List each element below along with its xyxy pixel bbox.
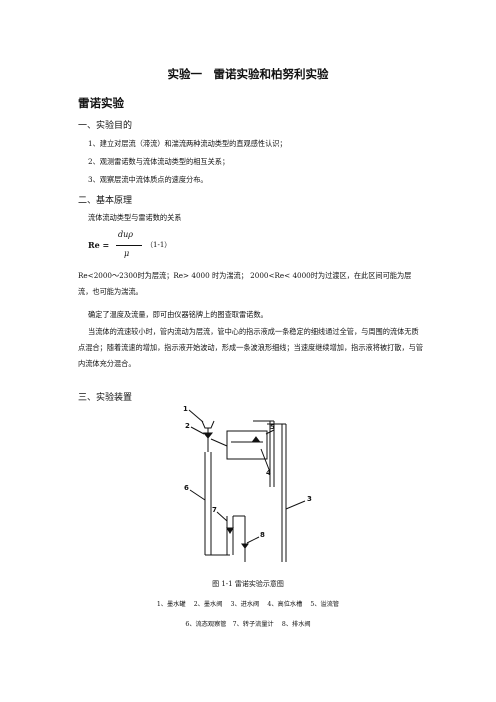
- reynolds-apparatus-diagram: 1 2 3 4 5 6 7 8: [183, 405, 312, 562]
- principle-intro: 流体流动类型与雷诺数的关系: [88, 213, 182, 222]
- figure-caption: 图 1-1 雷诺实验示意图: [212, 580, 284, 588]
- formula-lhs: Re =: [88, 240, 110, 250]
- section-title: 雷诺实验: [78, 96, 124, 110]
- leader-8: [246, 536, 260, 544]
- criteria-paragraph: Re<2000～2300时为层流；Re> 4000 时为湍流； 2000<Re<…: [78, 271, 412, 296]
- figure-legend-line-2: 6、流态观察管 7、转子流量计 8、排水阀: [185, 621, 311, 628]
- formula-numerator: duρ: [118, 230, 133, 239]
- diagram-label-4: 4: [266, 469, 271, 477]
- leader-2: [190, 426, 205, 435]
- leader-6: [189, 489, 206, 501]
- leader-5: [265, 429, 275, 435]
- water-level-marker: [252, 436, 260, 442]
- heading-principle: 二、基本原理: [78, 196, 133, 206]
- flow-paragraph: 当流体的流速较小时，管内流动为层流，管中心的指示液成一条稳定的细线通过全管，与周…: [78, 327, 424, 368]
- fraction-bar: [116, 245, 142, 246]
- diagram-label-3: 3: [307, 495, 312, 503]
- heading-purpose: 一、实验目的: [78, 121, 133, 131]
- leader-1: [188, 409, 204, 423]
- leader-3: [285, 500, 306, 510]
- formula-number: （1-1）: [146, 241, 172, 249]
- ink-reservoir: [201, 420, 215, 429]
- diagram-label-2: 2: [185, 422, 190, 430]
- diagram-label-5: 5: [270, 423, 275, 431]
- temperature-paragraph: 确定了温度及流量，即可由仪器铭牌上的图查取雷诺数。: [88, 310, 268, 319]
- diagram-label-7: 7: [212, 506, 217, 514]
- heading-apparatus: 三、实验装置: [78, 393, 133, 403]
- rotameter-float: [226, 527, 234, 534]
- leader-7: [216, 511, 228, 522]
- ink-valve: [202, 432, 214, 439]
- elevated-tank: [226, 430, 268, 460]
- formula-denominator: μ: [124, 249, 130, 258]
- purpose-item-2: 2、观测雷诺数与流体流动类型的相互关系；: [88, 157, 230, 166]
- purpose-item-3: 3、观察层流中流体质点的速度分布。: [88, 175, 208, 184]
- document-title: 实验一 雷诺实验和柏努利实验: [167, 67, 329, 81]
- reynolds-formula: Re = duρ μ （1-1）: [88, 229, 178, 263]
- diagram-label-8: 8: [260, 531, 265, 539]
- diagram-label-6: 6: [184, 484, 189, 492]
- leader-4: [260, 448, 271, 473]
- figure-legend-line-1: 1、墨水罐 2、墨水阀 3、进水阀 4、高位水槽 5、溢流管: [156, 601, 340, 608]
- drain-valve: [241, 543, 249, 549]
- ink-line: [210, 438, 228, 447]
- diagram-label-1: 1: [183, 405, 188, 413]
- purpose-item-1: 1、建立对层流（滞流）和湍流两种流动类型的直观感性认识；: [88, 139, 287, 148]
